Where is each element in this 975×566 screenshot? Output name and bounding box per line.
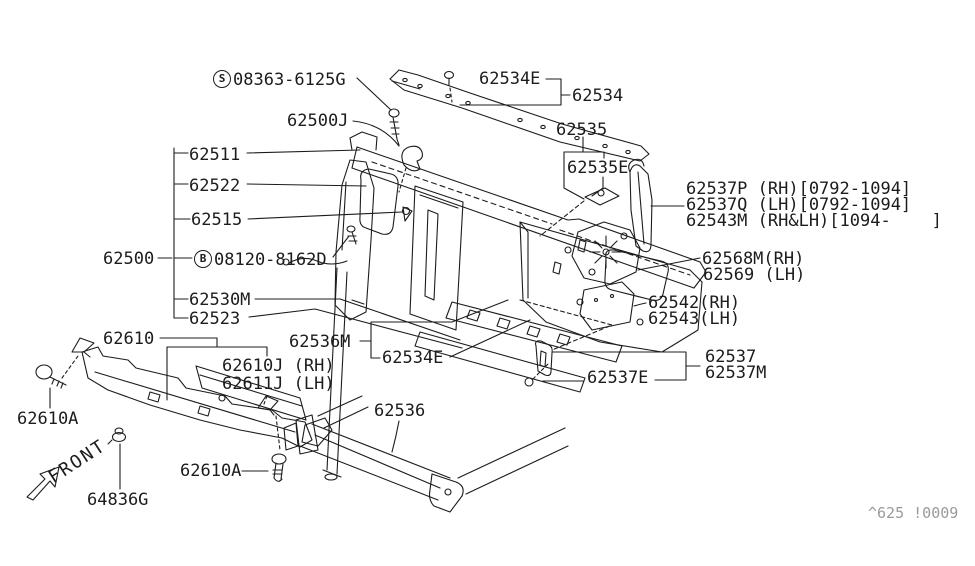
label-62522: 62522 <box>189 176 241 196</box>
label-62534e-lower: 62534E <box>382 348 444 368</box>
label-62537p: 62537P (RH)[0792-1094] <box>686 179 912 199</box>
label-62611j: 62611J (LH) <box>222 374 335 394</box>
label-62515: 62515 <box>191 210 243 230</box>
clip-62500j-icon <box>352 120 423 193</box>
label-62610a-left: 62610A <box>17 409 79 429</box>
label-62535e: 62535E <box>567 158 629 178</box>
mask-callout-lines <box>359 299 531 359</box>
label-62537m: 62537M <box>705 363 767 383</box>
label-08120-8162d: 08120-8162D <box>214 250 327 270</box>
label-08363-6125g: 08363-6125G <box>233 70 346 90</box>
circled-s-prefix: S <box>213 70 231 88</box>
label-62535: 62535 <box>556 120 608 140</box>
label-62537: 62537 <box>705 347 757 367</box>
label-62511: 62511 <box>189 145 241 165</box>
bracket-62568m-drawing <box>571 221 701 285</box>
label-62542: 62542(RH) <box>648 293 741 313</box>
circled-b-prefix: B <box>194 250 212 268</box>
label-62537e: 62537E <box>587 368 649 388</box>
gusset-62542-drawing <box>579 281 647 331</box>
label-62610: 62610 <box>103 329 155 349</box>
screw-62534e-icon <box>443 70 455 103</box>
label-62543m: 62543M (RH&LH)[1094- ] <box>686 211 942 231</box>
label-62537q: 62537Q (LH)[0792-1094] <box>686 195 912 215</box>
tiebar-callout-lines <box>459 78 571 106</box>
side-stay-drawing <box>628 158 685 253</box>
label-62568m: 62568M(RH) <box>702 249 805 269</box>
stay-62537-drawing <box>519 299 701 387</box>
valance-drawing <box>35 337 333 490</box>
diagram-code: ^625 !0009 <box>868 504 959 522</box>
label-62569: 62569 (LH) <box>703 265 806 285</box>
label-62536: 62536 <box>374 401 426 421</box>
screw-08363-icon <box>356 77 400 146</box>
label-64836g: 64836G <box>87 490 149 510</box>
front-arrow-icon <box>26 466 60 501</box>
label-62534e-top: 62534E <box>479 69 541 89</box>
label-62610j: 62610J (RH) <box>222 356 335 376</box>
label-62610a-right: 62610A <box>180 461 242 481</box>
label-62500j: 62500J <box>287 111 349 131</box>
label-62523: 62523 <box>189 309 241 329</box>
label-62530m: 62530M <box>189 290 251 310</box>
label-62536m: 62536M <box>289 332 351 352</box>
core-support-drawing <box>195 131 707 481</box>
label-62534: 62534 <box>572 86 624 106</box>
label-62500: 62500 <box>103 249 155 269</box>
tie-bar-drawing <box>389 69 650 162</box>
clip-62535e-icon <box>539 136 620 237</box>
left-callout-ladder <box>157 147 463 349</box>
crossmember-drawing <box>283 395 569 513</box>
label-62543: 62543(LH) <box>648 309 741 329</box>
